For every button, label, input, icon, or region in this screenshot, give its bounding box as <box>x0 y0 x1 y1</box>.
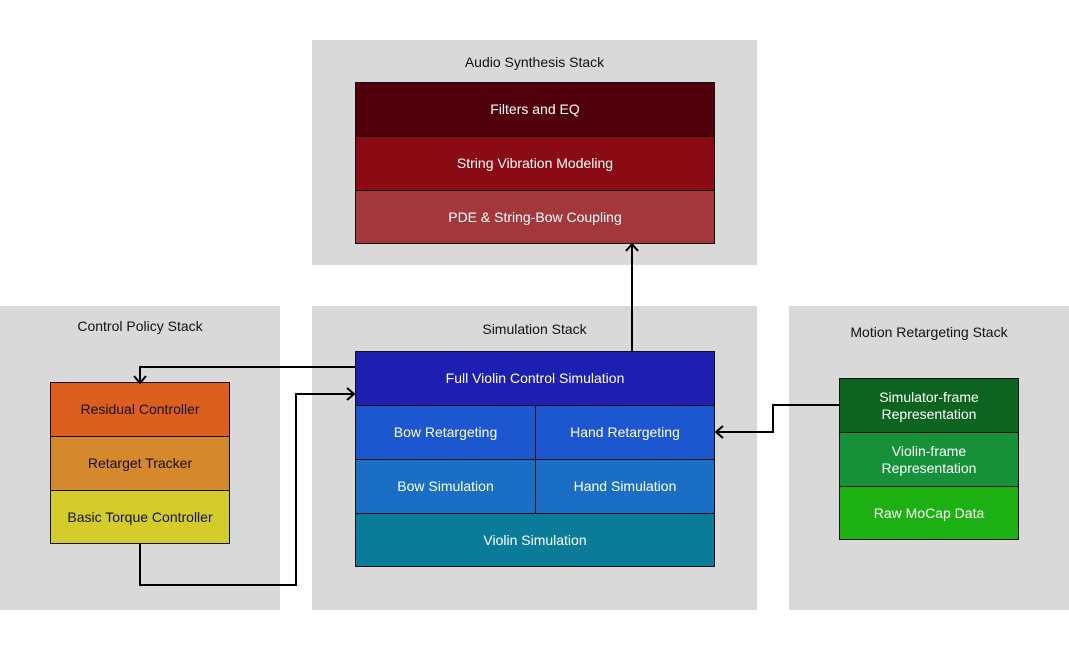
simulator-frame-block: Simulator-frame Representation <box>839 378 1019 433</box>
violin-frame-block: Violin-frame Representation <box>839 432 1019 487</box>
pde-coupling-block: PDE & String-Bow Coupling <box>355 190 715 244</box>
arrow-motion-to-hand <box>716 404 839 433</box>
arrow-torque-to-sim <box>139 393 354 586</box>
hand-simulation-block: Hand Simulation <box>535 459 715 514</box>
bow-retargeting-block: Bow Retargeting <box>355 405 536 460</box>
control-policy-title: Control Policy Stack <box>77 318 203 334</box>
hand-retargeting-block: Hand Retargeting <box>535 405 715 460</box>
simulation-title: Simulation Stack <box>482 321 587 337</box>
arrowhead-sim-to-residual <box>133 375 147 385</box>
arrowhead-motion-to-hand <box>714 425 724 439</box>
retarget-tracker-block: Retarget Tracker <box>50 436 230 491</box>
arrowhead-torque-to-sim <box>346 387 356 401</box>
audio-synthesis-title: Audio Synthesis Stack <box>464 54 605 70</box>
bow-simulation-block: Bow Simulation <box>355 459 536 514</box>
full-violin-control-block: Full Violin Control Simulation <box>355 351 715 406</box>
arrow-sim-to-residual <box>139 366 355 382</box>
violin-simulation-block: Violin Simulation <box>355 513 715 567</box>
string-vibration-block: String Vibration Modeling <box>355 136 715 191</box>
raw-mocap-block: Raw MoCap Data <box>839 486 1019 540</box>
basic-torque-controller-block: Basic Torque Controller <box>50 490 230 544</box>
arrowhead-sim-to-audio <box>625 242 639 252</box>
motion-retargeting-title: Motion Retargeting Stack <box>850 324 1008 340</box>
